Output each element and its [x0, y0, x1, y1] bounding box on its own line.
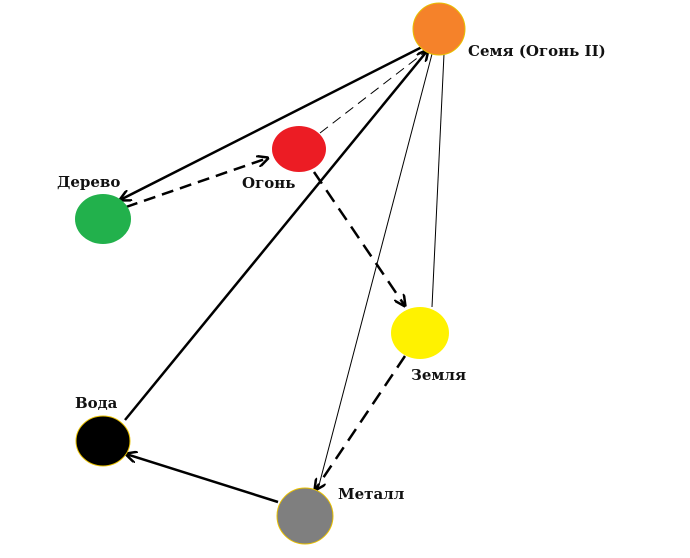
- edge-seed-to-wood: [120, 44, 425, 200]
- edge-fire-to-earth: [312, 171, 405, 306]
- node-seed: [412, 2, 466, 56]
- edge-water-to-seed: [124, 50, 428, 421]
- node-fire: [272, 126, 326, 172]
- edge-metal-to-water: [126, 454, 279, 504]
- label-earth: Земля: [411, 366, 467, 384]
- label-fire: Огонь: [242, 174, 296, 192]
- edge-seed-to-metal: [317, 53, 433, 490]
- label-wood: Дерево: [57, 173, 121, 191]
- node-wood: [75, 194, 131, 244]
- edge-seed-to-earth: [431, 53, 445, 308]
- edge-fire-to-seed: [319, 51, 426, 134]
- edge-earth-to-metal: [315, 355, 407, 490]
- label-water: Вода: [75, 394, 118, 412]
- edge-wood-to-fire: [125, 158, 268, 209]
- node-water: [75, 415, 131, 467]
- label-metal: Металл: [338, 485, 405, 503]
- node-metal: [276, 487, 334, 545]
- node-earth: [391, 307, 449, 359]
- label-seed: Семя (Огонь II): [468, 42, 606, 60]
